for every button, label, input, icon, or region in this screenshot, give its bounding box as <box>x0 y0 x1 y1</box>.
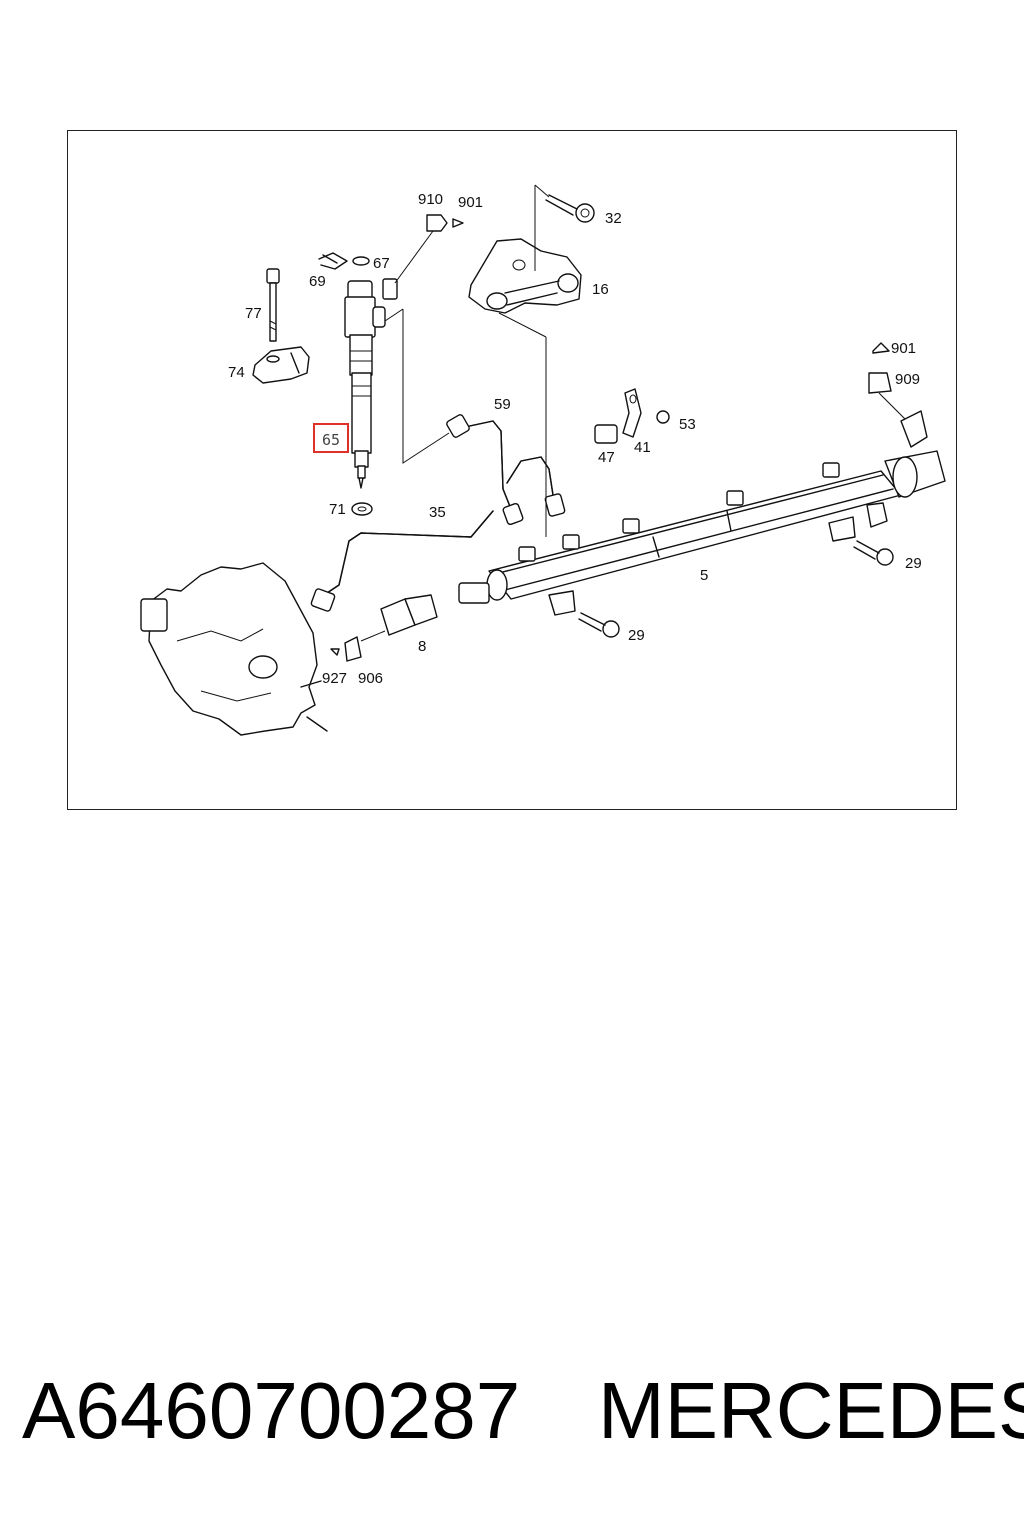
callout-909: 909 <box>895 371 920 388</box>
callout-8: 8 <box>418 638 426 655</box>
callout-74: 74 <box>228 364 245 381</box>
part-number: A6460700287 <box>22 1366 521 1455</box>
callout-906: 906 <box>358 670 383 687</box>
callout-65-highlighted: 65 <box>322 431 340 449</box>
callout-41: 41 <box>634 439 651 456</box>
callout-29-right: 29 <box>905 555 922 572</box>
callout-53: 53 <box>679 416 696 433</box>
callout-35: 35 <box>429 504 446 521</box>
parts-diagram: 910 901 32 67 69 16 77 74 901 909 59 53 … <box>140 184 946 736</box>
fuel-rail-5-part <box>458 450 946 616</box>
clip-part <box>318 252 370 270</box>
callout-59: 59 <box>494 396 511 413</box>
callout-901-right: 901 <box>891 340 916 357</box>
clamp-part <box>252 346 310 384</box>
callout-29-bottom: 29 <box>628 627 645 644</box>
bracket-41-part <box>594 388 670 444</box>
callout-69: 69 <box>309 273 326 290</box>
callout-47: 47 <box>598 449 615 466</box>
callout-71: 71 <box>329 501 346 518</box>
callout-77: 77 <box>245 305 262 322</box>
highlight-box <box>313 423 349 453</box>
pressure-sensor-8-part <box>330 594 438 662</box>
callout-67: 67 <box>373 255 390 272</box>
injector-line-59-part <box>446 414 566 526</box>
connector-909-part <box>868 342 928 448</box>
callout-5: 5 <box>700 567 708 584</box>
bracket-16-part <box>468 185 582 314</box>
caption-row: A6460700287 MERCEDES <box>0 1365 1024 1475</box>
pressure-line-35-part <box>310 510 494 612</box>
injector-part <box>344 278 404 489</box>
callout-901-top: 901 <box>458 194 483 211</box>
washer-part <box>351 502 373 516</box>
callout-910: 910 <box>418 191 443 208</box>
brand-name: MERCEDES <box>598 1366 1024 1455</box>
bolt-part <box>266 268 280 342</box>
bolt-32-part <box>534 184 595 223</box>
callout-32: 32 <box>605 210 622 227</box>
high-pressure-pump-part <box>140 562 328 736</box>
callout-927: 927 <box>322 670 347 687</box>
connector-910-part <box>394 214 464 284</box>
parts-diagram-frame: 910 901 32 67 69 16 77 74 901 909 59 53 … <box>67 130 957 810</box>
callout-16: 16 <box>592 281 609 298</box>
bolt-29-part <box>578 540 894 638</box>
